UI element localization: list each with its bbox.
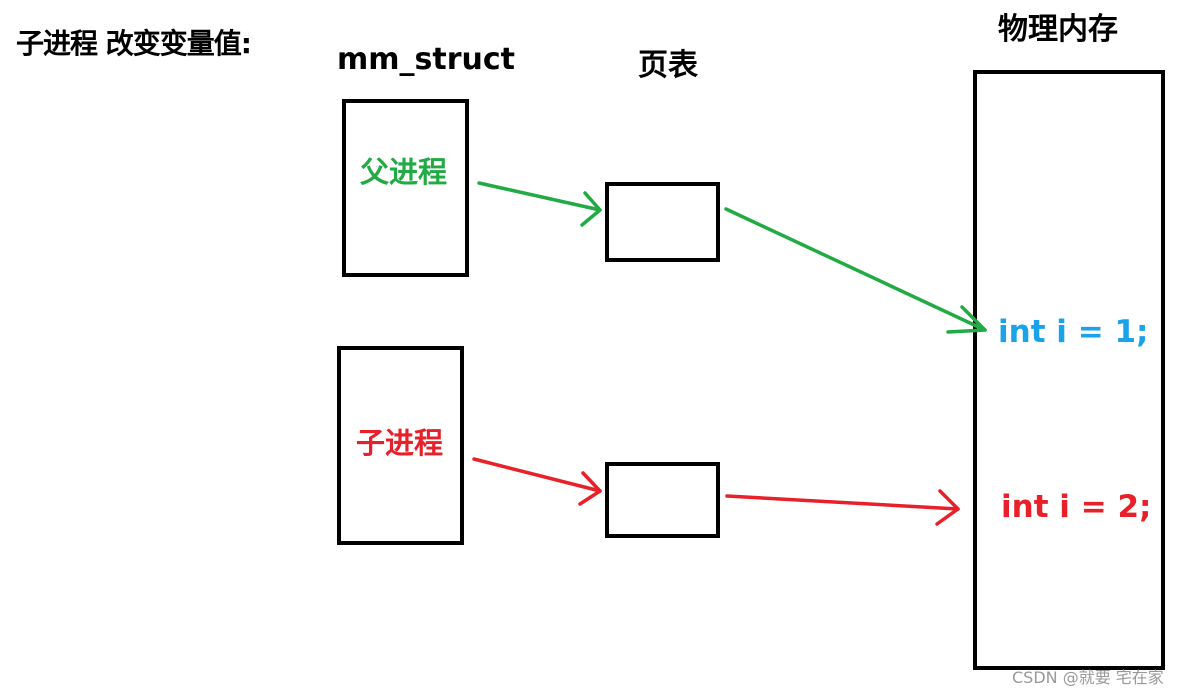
diagram-title: 子进程 改变变量值: <box>16 27 252 60</box>
child-process-label: 子进程 <box>356 426 444 460</box>
parent-memory-value: int i = 1; <box>998 314 1149 350</box>
parent-arrow-to-memory <box>724 207 987 334</box>
parent-page-table-box <box>605 182 720 262</box>
watermark: CSDN @就要 宅在家 <box>1012 668 1164 687</box>
parent-process-label: 父进程 <box>360 155 448 189</box>
child-page-table-box <box>605 462 720 538</box>
parent-mm-struct-box <box>342 99 469 277</box>
parent-arrow-to-page-table <box>477 181 602 227</box>
child-mm-struct-box <box>337 346 464 545</box>
physical-memory-box <box>973 70 1165 670</box>
mm-struct-heading: mm_struct <box>337 42 515 77</box>
child-memory-value: int i = 2; <box>1001 489 1152 525</box>
physical-memory-heading: 物理内存 <box>998 12 1118 47</box>
page-table-heading: 页表 <box>638 48 698 83</box>
child-arrow-to-page-table <box>472 457 602 506</box>
child-arrow-to-memory <box>725 489 960 526</box>
